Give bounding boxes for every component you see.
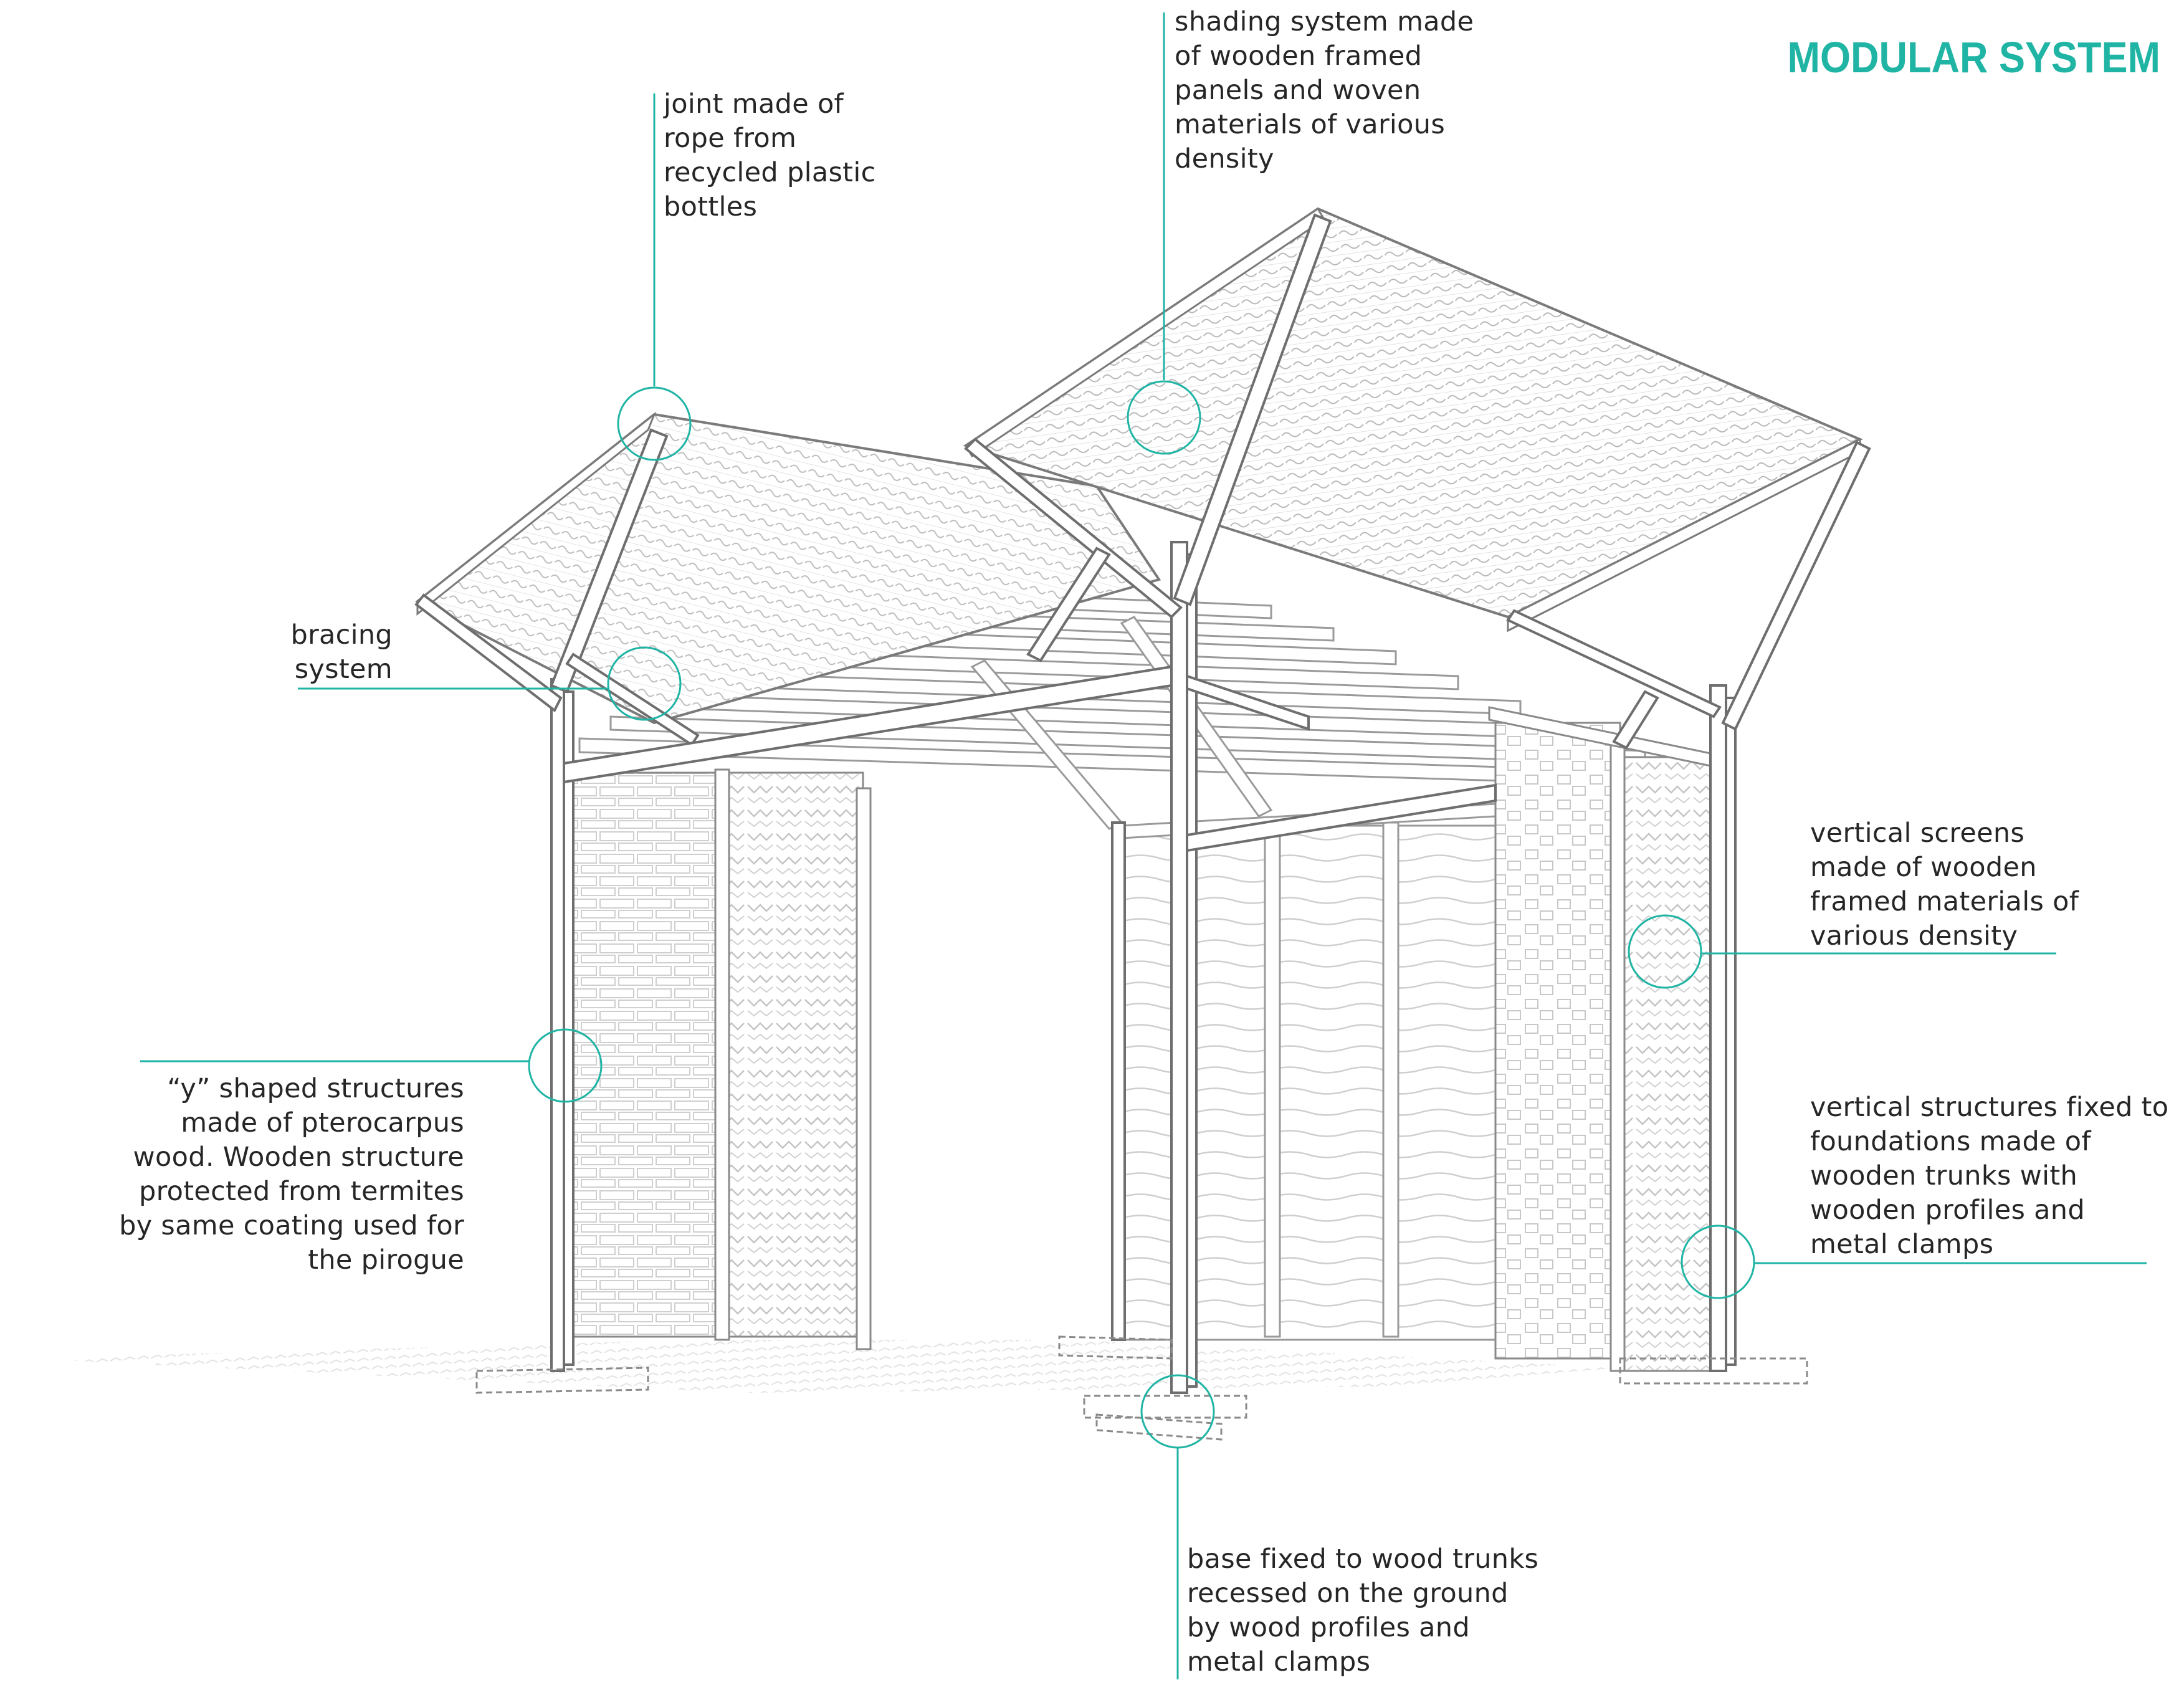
annotation-line: recessed on the ground — [1187, 1578, 1509, 1609]
annotation-line: panels and woven — [1175, 75, 1421, 106]
annotation-line: bracing — [290, 619, 393, 651]
annotation-line: wooden trunks with — [1810, 1160, 2078, 1191]
annotation-line: density — [1175, 143, 1274, 174]
callout-circle-vertical-structures — [1681, 1224, 1755, 1299]
annotation-line: wooden profiles and — [1810, 1195, 2085, 1226]
annotation-line: joint made of — [664, 88, 844, 120]
annotation-line: vertical structures fixed to — [1810, 1092, 2169, 1123]
left-screen-zigzag — [722, 771, 864, 1338]
annotation-line: system — [294, 654, 393, 685]
callout-circle-base — [1140, 1374, 1215, 1449]
callout-circle-shading — [1127, 380, 1201, 455]
annotation-line: metal clamps — [1187, 1646, 1371, 1678]
annotation-line: by same coating used for — [119, 1210, 464, 1241]
right-screen-zigzag — [1622, 756, 1712, 1372]
annotation-joint: joint made of rope from recycled plastic… — [664, 87, 876, 224]
annotation-y-shaped: “y” shaped structures made of pterocarpu… — [119, 1072, 464, 1277]
annotation-line: framed materials of — [1810, 886, 2079, 917]
callout-circle-y-shaped — [528, 1028, 603, 1103]
annotation-line: vertical screens — [1810, 818, 2025, 849]
annotation-line: bottles — [664, 191, 758, 222]
callout-circle-joint — [617, 386, 692, 461]
callout-circle-bracing — [607, 646, 682, 721]
annotation-line: “y” shaped structures — [167, 1073, 464, 1104]
annotation-line: made of pterocarpus — [181, 1107, 464, 1138]
left-screen-brick — [563, 771, 721, 1338]
annotation-line: the pirogue — [308, 1244, 464, 1276]
annotation-line: rope from — [664, 123, 797, 154]
annotation-line: shading system made — [1175, 6, 1474, 37]
annotation-base: base fixed to wood trunks recessed on th… — [1187, 1542, 1538, 1679]
diagram-title: MODULAR SYSTEM — [1787, 33, 2161, 82]
annotation-line: materials of various — [1175, 109, 1446, 140]
annotation-vertical-structures: vertical structures fixed to foundations… — [1810, 1091, 2168, 1262]
annotation-line: recycled plastic — [664, 157, 876, 188]
annotation-line: of wooden framed — [1175, 41, 1423, 72]
annotation-line: by wood profiles and — [1187, 1612, 1470, 1643]
annotation-line: wood. Wooden structure — [133, 1142, 464, 1173]
right-screen-check — [1494, 722, 1621, 1360]
annotation-line: made of wooden — [1810, 852, 2037, 883]
annotation-line: foundations made of — [1810, 1126, 2091, 1157]
annotation-line: metal clamps — [1810, 1229, 1994, 1260]
ground-shadow — [25, 1340, 1620, 1393]
annotation-bracing: bracing system — [290, 618, 393, 687]
y-structure-frame — [414, 213, 1871, 1394]
callout-circle-screens — [1628, 914, 1702, 989]
callouts — [140, 12, 2147, 1679]
annotation-vertical-screens: vertical screens made of wooden framed m… — [1810, 816, 2079, 953]
annotation-line: various density — [1810, 920, 2018, 952]
annotation-line: base fixed to wood trunks — [1187, 1544, 1539, 1575]
annotation-shading: shading system made of wooden framed pan… — [1175, 5, 1474, 176]
annotation-line: protected from termites — [139, 1176, 464, 1207]
base-footings — [475, 1335, 1808, 1441]
